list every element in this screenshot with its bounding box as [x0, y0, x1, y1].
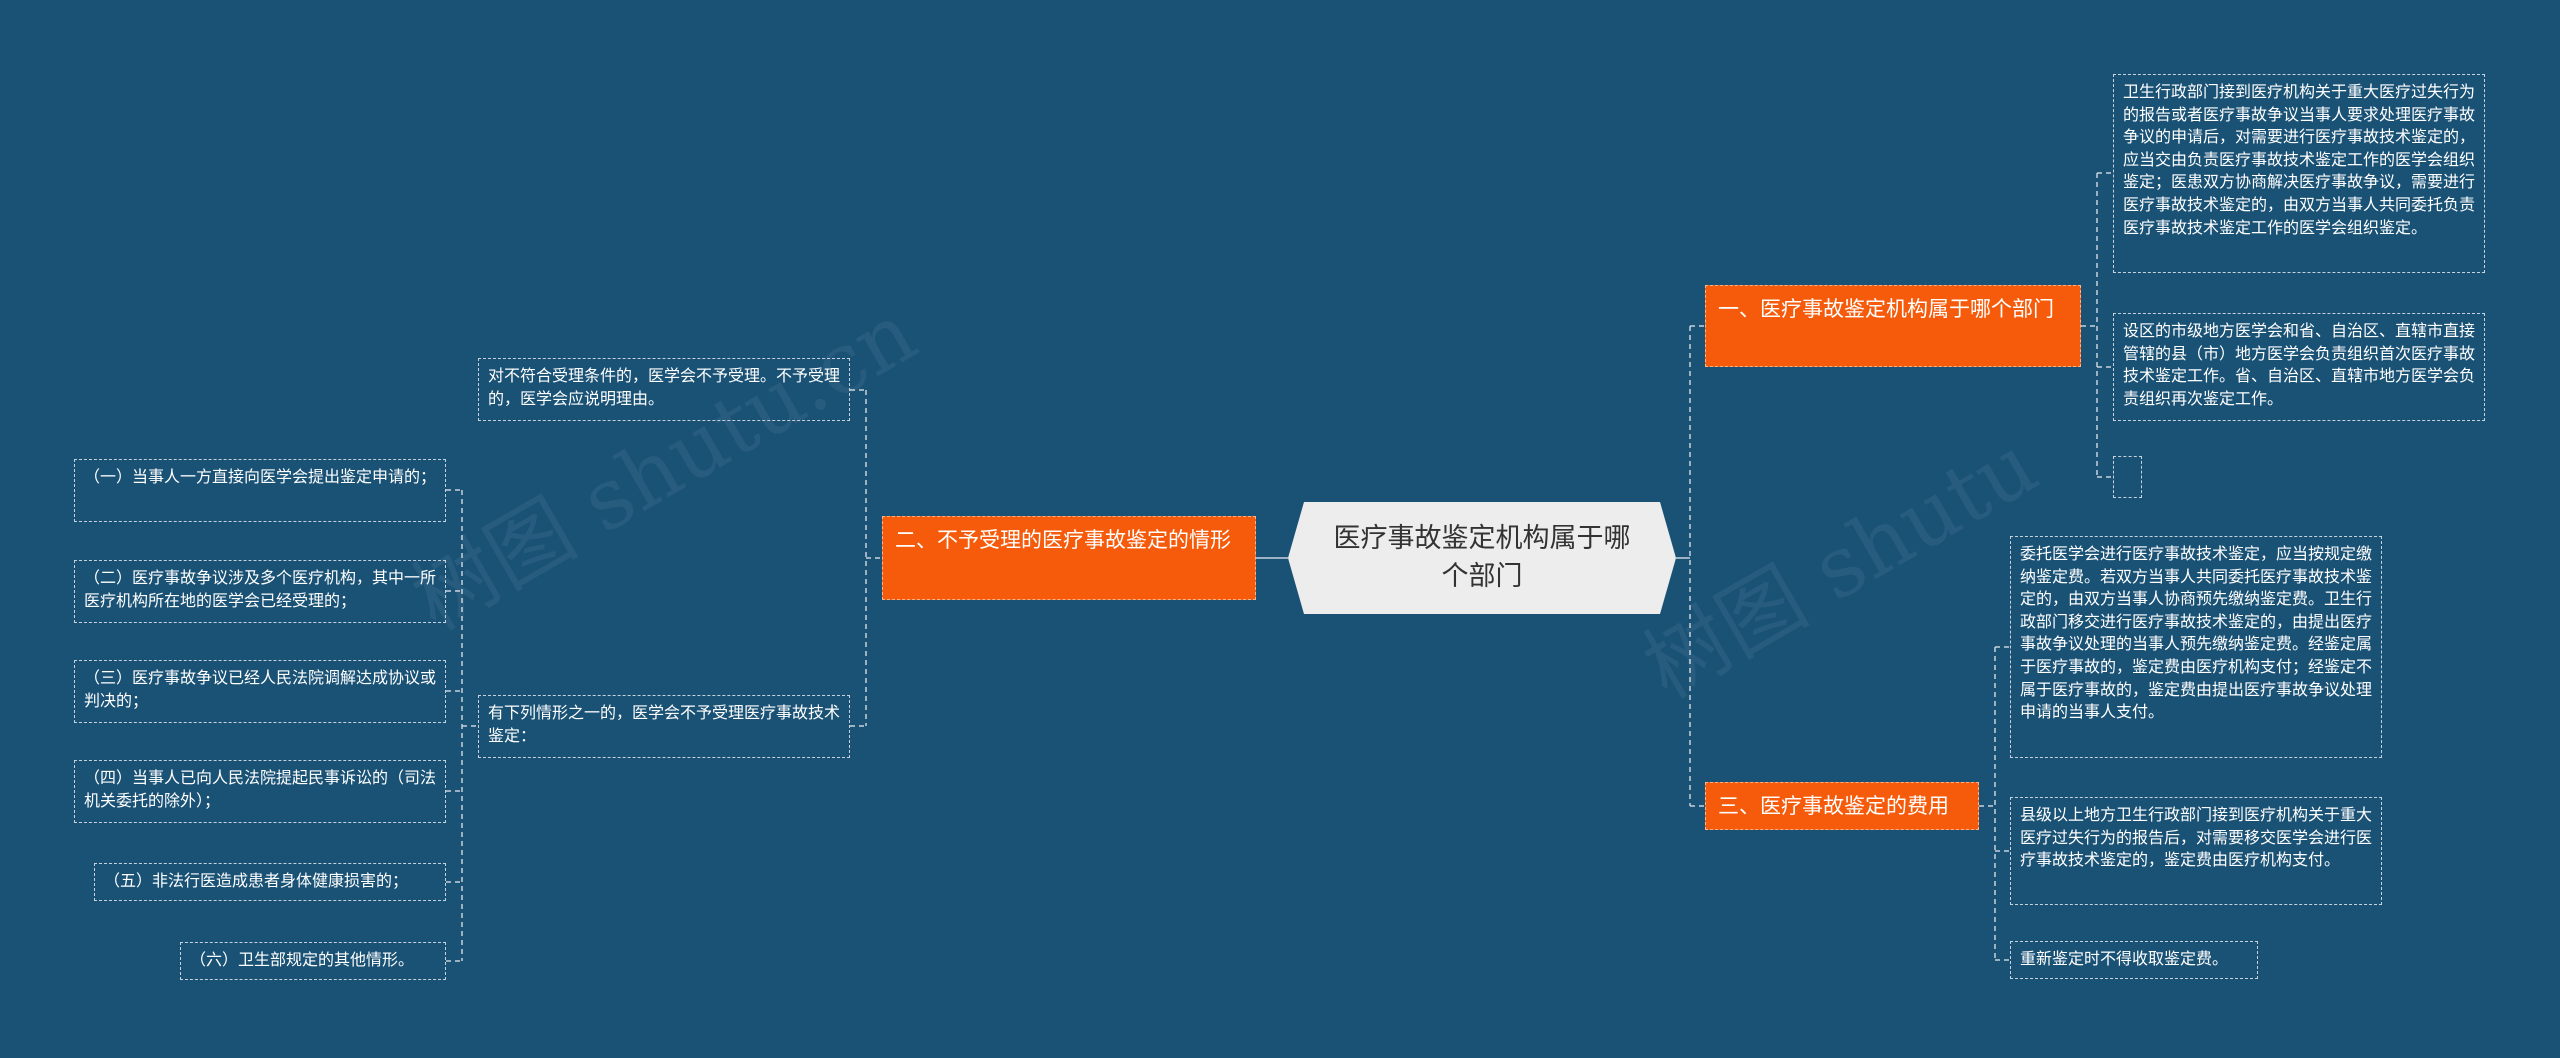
- leaf-b3-3[interactable]: 重新鉴定时不得收取鉴定费。: [2010, 941, 2258, 979]
- leaf-b2-2-2[interactable]: （二）医疗事故争议涉及多个医疗机构，其中一所医疗机构所在地的医学会已经受理的；: [74, 560, 446, 623]
- leaf-b3-1[interactable]: 委托医学会进行医疗事故技术鉴定，应当按规定缴纳鉴定费。若双方当事人共同委托医疗事…: [2010, 536, 2382, 758]
- leaf-b1-3-empty[interactable]: [2113, 456, 2142, 498]
- leaf-b3-2[interactable]: 县级以上地方卫生行政部门接到医疗机构关于重大医疗过失行为的报告后，对需要移交医学…: [2010, 797, 2382, 905]
- branch-3-fees[interactable]: 三、医疗事故鉴定的费用: [1705, 782, 1979, 830]
- leaf-b2-2-1[interactable]: （一）当事人一方直接向医学会提出鉴定申请的；: [74, 459, 446, 522]
- root-topic[interactable]: 医疗事故鉴定机构属于哪个部门: [1288, 502, 1676, 614]
- branch-label: 一、医疗事故鉴定机构属于哪个部门: [1718, 297, 2054, 321]
- leaf-b2-2-5[interactable]: （五）非法行医造成患者身体健康损害的；: [94, 863, 446, 901]
- branch-1-department[interactable]: 一、医疗事故鉴定机构属于哪个部门: [1705, 285, 2081, 367]
- leaf-b2-2-4[interactable]: （四）当事人已向人民法院提起民事诉讼的（司法机关委托的除外）；: [74, 760, 446, 823]
- leaf-b1-1[interactable]: 卫生行政部门接到医疗机构关于重大医疗过失行为的报告或者医疗事故争议当事人要求处理…: [2113, 74, 2485, 273]
- root-topic-label: 医疗事故鉴定机构属于哪个部门: [1333, 523, 1631, 592]
- leaf-b2-2-3[interactable]: （三）医疗事故争议已经人民法院调解达成协议或判决的；: [74, 660, 446, 723]
- branch-label: 三、医疗事故鉴定的费用: [1718, 794, 1949, 818]
- leaf-b1-2[interactable]: 设区的市级地方医学会和省、自治区、直辖市直接管辖的县（市）地方医学会负责组织首次…: [2113, 313, 2485, 421]
- leaf-b2-2[interactable]: 有下列情形之一的，医学会不予受理医疗事故技术鉴定：: [478, 695, 850, 758]
- leaf-b2-1[interactable]: 对不符合受理条件的，医学会不予受理。不予受理的，医学会应说明理由。: [478, 358, 850, 421]
- leaf-b2-2-6[interactable]: （六）卫生部规定的其他情形。: [180, 942, 446, 980]
- branch-label: 二、不予受理的医疗事故鉴定的情形: [895, 528, 1231, 552]
- branch-2-rejection-cases[interactable]: 二、不予受理的医疗事故鉴定的情形: [882, 516, 1256, 600]
